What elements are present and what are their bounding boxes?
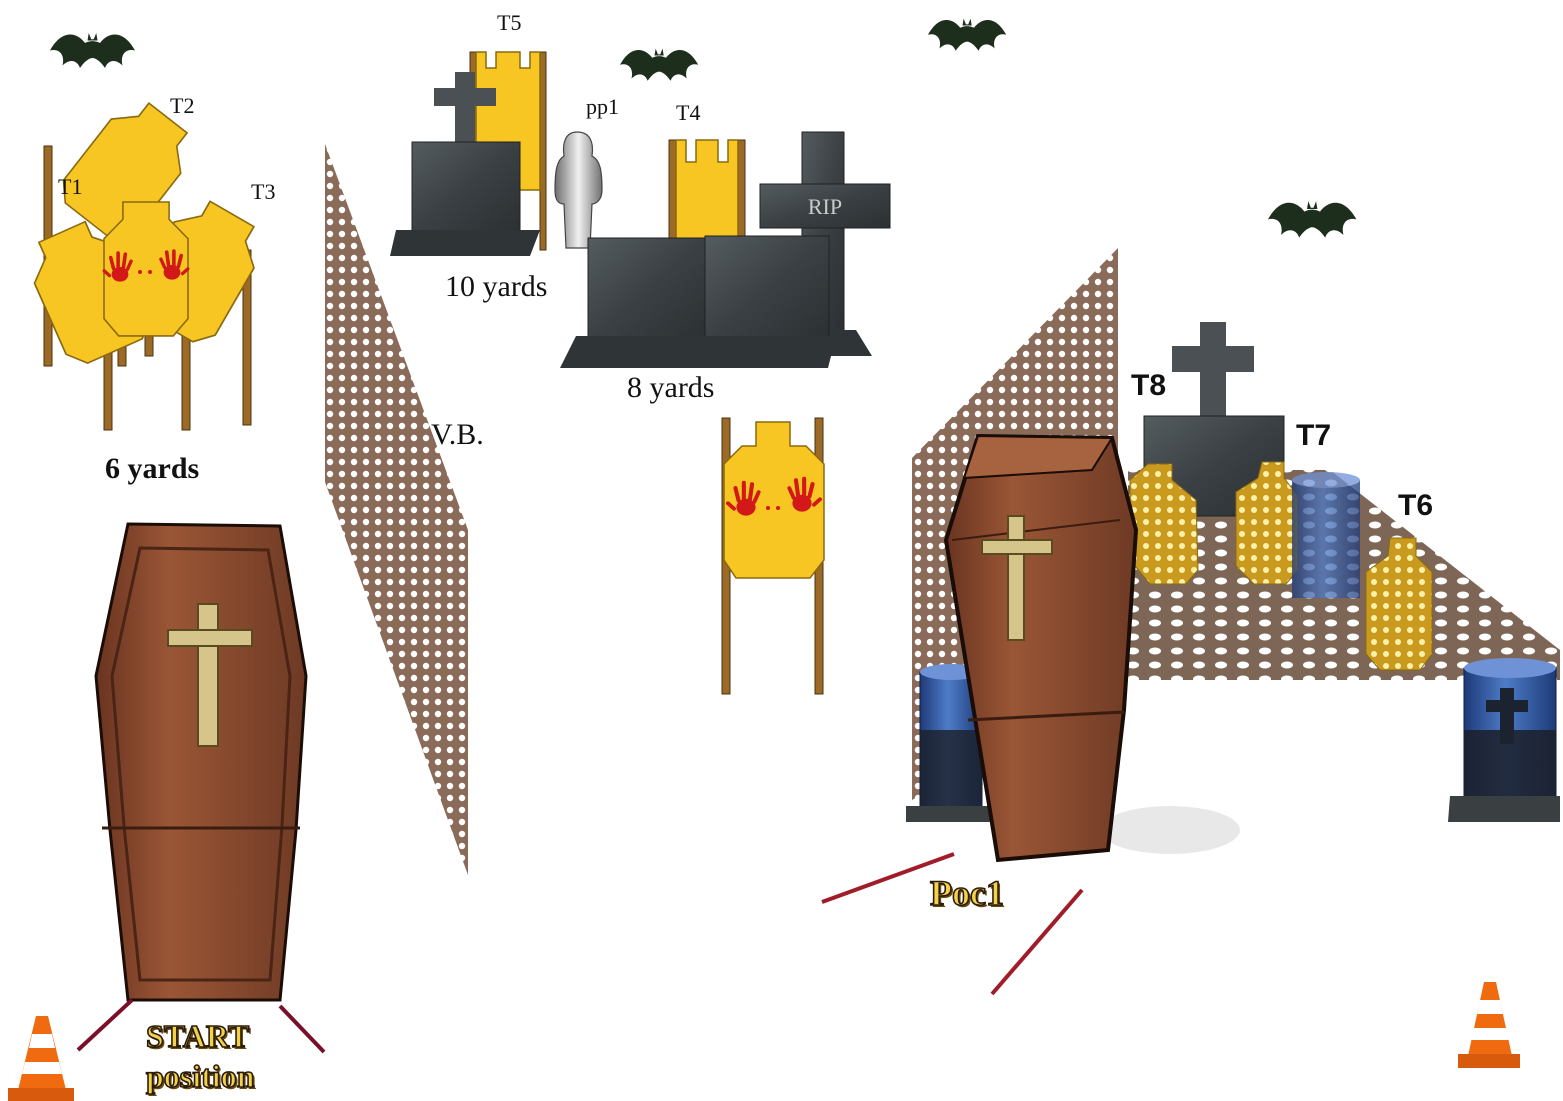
label-six-yards: 6 yards (105, 452, 200, 485)
label-ten-yards: 10 yards (445, 270, 548, 303)
coffin-icon (94, 522, 308, 1002)
tombstone-icon (390, 141, 540, 256)
side-barrier (912, 248, 1118, 472)
label-eight-yards: 8 yards (627, 371, 715, 404)
label-vision-barrier: V.B. (431, 418, 484, 451)
handprint-icon (725, 476, 823, 516)
label-start: START (145, 1017, 250, 1055)
bat-icon (928, 18, 1007, 51)
target-group-t1-t3 (19, 90, 273, 431)
target-t4-area: RIP (560, 131, 891, 368)
label-t3: T3 (251, 179, 276, 204)
barrel-icon (1292, 472, 1360, 598)
coffin-icon (943, 433, 1240, 863)
cross-icon (434, 72, 496, 152)
label-pp1: pp1 (586, 94, 619, 119)
barrel-icon (1448, 658, 1560, 822)
vision-barrier (325, 144, 468, 875)
label-t2: T2 (170, 93, 195, 118)
label-start-position: position (145, 1057, 255, 1095)
cross-icon (981, 515, 1053, 641)
rip-text: RIP (808, 194, 842, 219)
label-poc1: Poc1 (929, 872, 1005, 914)
target-t5-area (390, 51, 603, 256)
no-shoot-target-middle (721, 417, 825, 695)
fault-line (278, 1004, 326, 1054)
no-shoot-target-center (101, 201, 191, 337)
handprint-icon (101, 249, 191, 282)
traffic-cone-icon (8, 1016, 74, 1101)
label-t1: T1 (58, 174, 83, 199)
traffic-cone-icon (1458, 982, 1520, 1068)
label-t4: T4 (676, 100, 701, 125)
bat-icon (1268, 201, 1357, 238)
bat-icon (620, 48, 699, 81)
label-t6: T6 (1398, 489, 1434, 522)
tombstone-icon (560, 235, 836, 368)
bat-icon (50, 33, 135, 68)
label-t5: T5 (497, 10, 522, 35)
fault-line (821, 852, 955, 904)
target-t4 (675, 139, 739, 251)
fault-line (76, 998, 134, 1052)
cross-icon (167, 603, 253, 747)
label-t7: T7 (1296, 419, 1332, 452)
fault-line (990, 888, 1084, 996)
no-shoot-silhouette-icon (554, 131, 603, 249)
target-t7 (1235, 461, 1299, 585)
target-t6 (1365, 537, 1433, 671)
label-t8: T8 (1131, 369, 1167, 402)
